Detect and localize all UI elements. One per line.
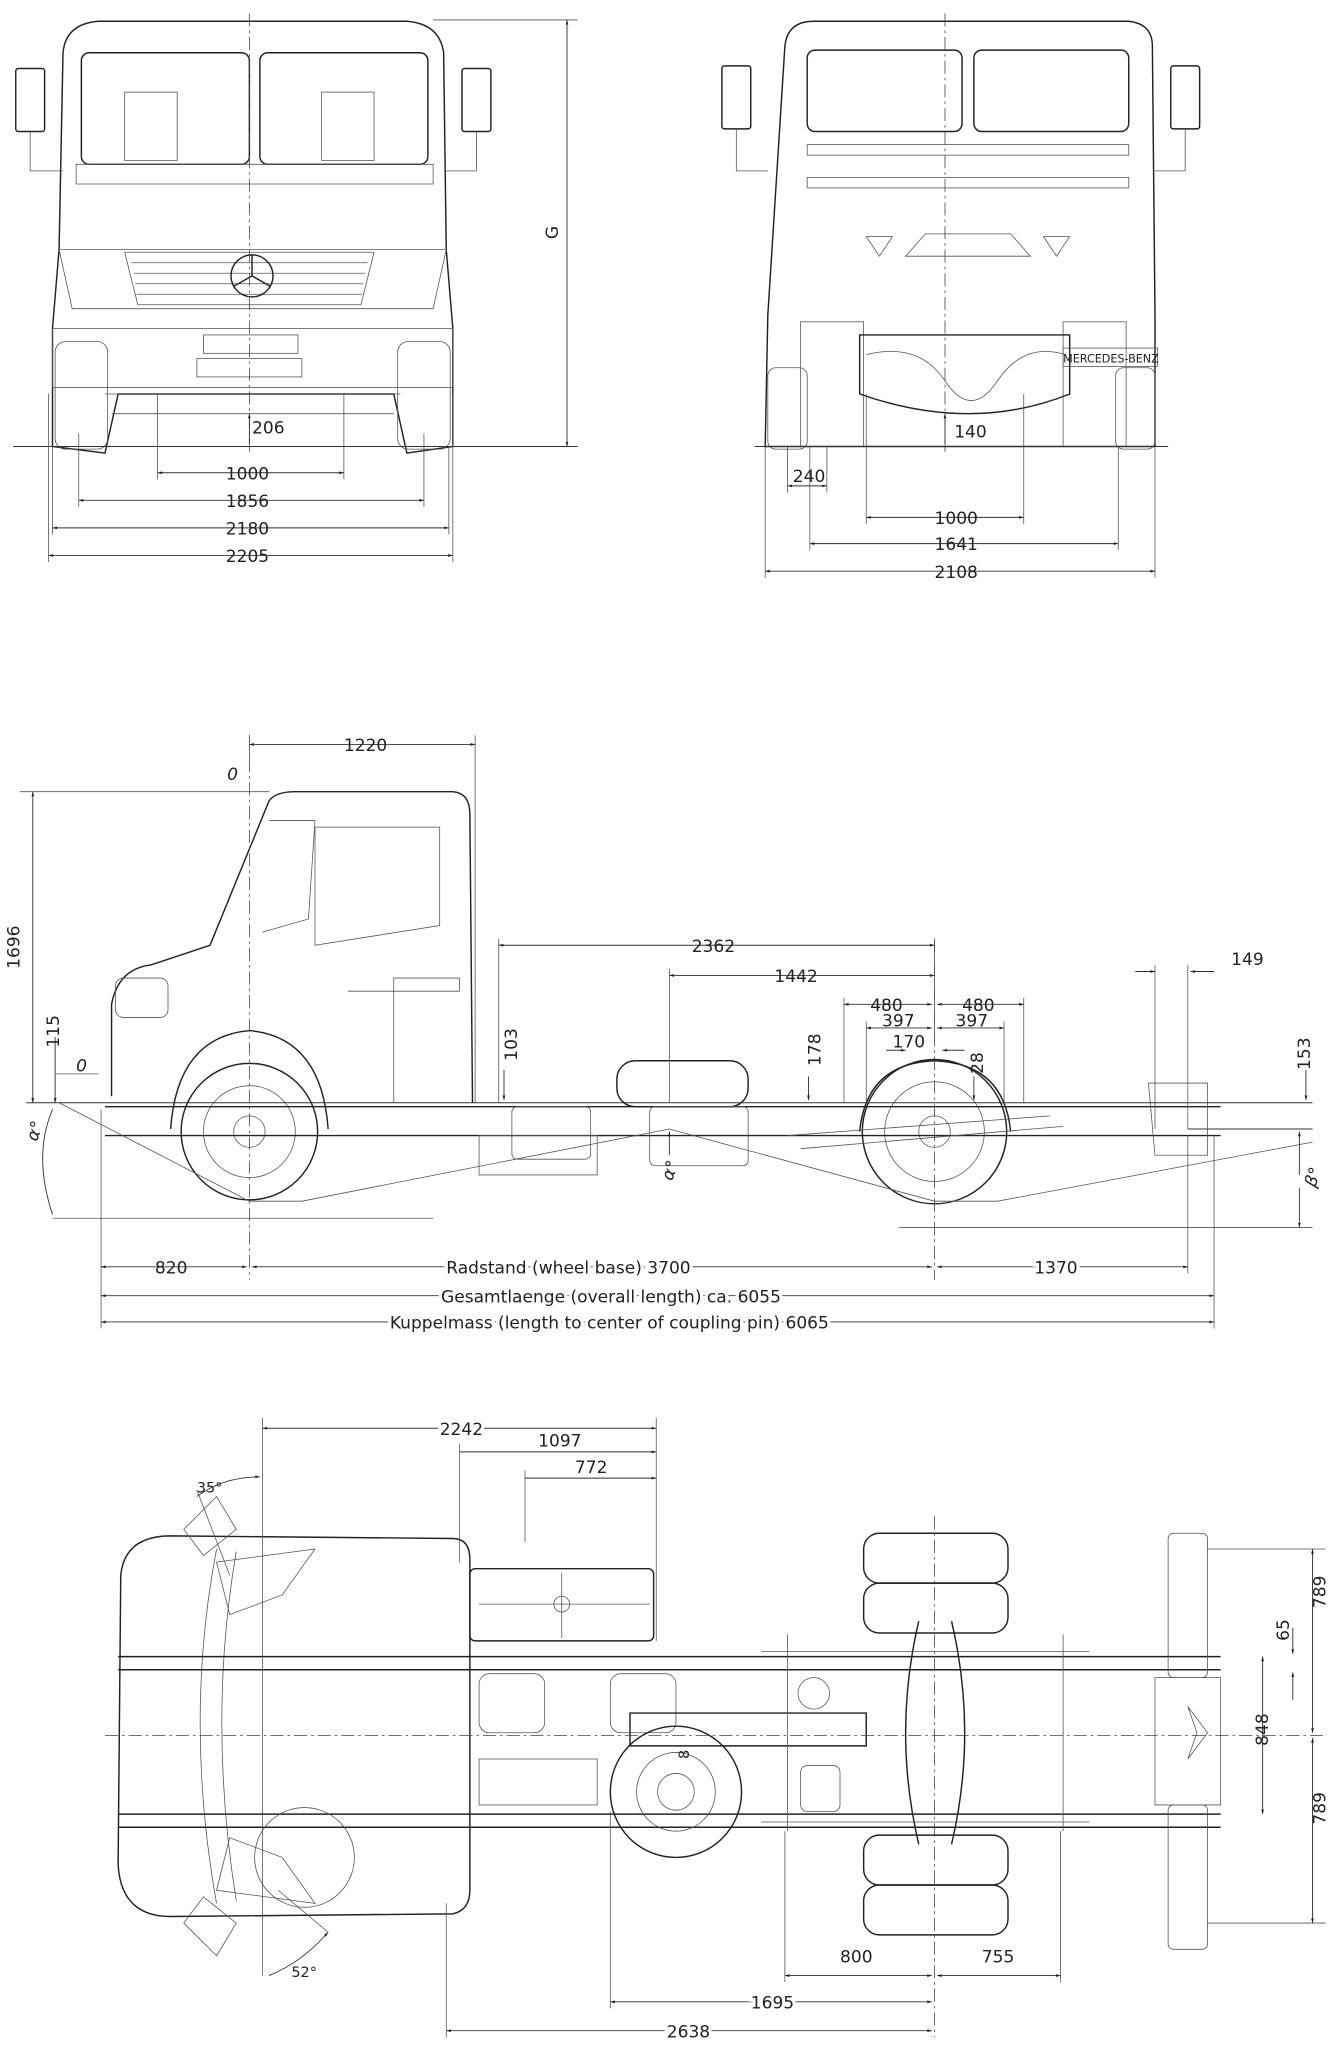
dim-772: 772 [575,1458,608,1478]
dim-800: 800 [840,1947,873,1967]
dim-2362: 2362 [692,937,735,957]
rear-badge: MERCEDES-BENZ [1063,353,1159,366]
rear-view: MERCEDES-BENZ 140 240 1000 1641 2108 [721,13,1201,583]
dim-height-g: G [543,226,563,239]
dim-397-front: 397 [882,1012,915,1032]
dim-480-front: 480 [870,996,903,1016]
dim-1370: 1370 [1034,1258,1077,1278]
dim-2205: 2205 [226,547,269,567]
dim-coupling-length: Kuppelmass (length to center of coupling… [390,1314,829,1334]
dim-103: 103 [502,1028,522,1061]
dim-397-rear: 397 [956,1012,989,1032]
dim-153: 153 [1295,1037,1315,1070]
angle-52: 52° [291,1965,317,1981]
dim-1856: 1856 [226,492,269,512]
dim-1641: 1641 [935,535,978,555]
dim-1695: 1695 [751,1993,794,2013]
dim-2108: 2108 [935,563,978,583]
dim-overall-length: Gesamtlaenge (overall length) ca. 6055 [441,1287,781,1307]
dim-820: 820 [155,1258,188,1278]
angle-alpha-ramp: α° [658,1158,684,1183]
dim-480-rear: 480 [962,996,995,1016]
angle-beta-rear: β° [1301,1165,1327,1191]
front-view: G 206 1000 1856 2180 2205 [13,13,578,567]
dim-178: 178 [805,1033,825,1066]
dim-65: 65 [1274,1619,1294,1641]
dim-789-lower: 789 [1311,1792,1331,1825]
dim-170: 170 [893,1033,926,1053]
dim-789-upper: 789 [1311,1576,1331,1609]
datum-top: 0 [227,765,238,785]
mirror-left [15,67,46,133]
dim-1220: 1220 [344,736,387,756]
dim-2242: 2242 [440,1420,483,1440]
side-view: 1220 0 1696 115 0 2362 1442 480 480 397 … [5,735,1327,1337]
dim-2638: 2638 [667,2022,710,2042]
dim-206: 206 [252,418,285,438]
dim-28: 28 [968,1052,988,1074]
dim-755: 755 [982,1947,1015,1967]
dim-1696: 1696 [5,925,25,968]
dim-848: 848 [1253,1713,1273,1746]
dim-1442: 1442 [774,967,817,987]
dim-2180: 2180 [226,519,269,539]
mirror-right [461,67,492,133]
dim-1097: 1097 [538,1432,581,1452]
dim-1000-rear: 1000 [935,509,978,529]
datum-front: 0 [76,1056,87,1076]
angle-35: 35° [197,1481,223,1497]
dim-wheel-base: Radstand (wheel base) 3700 [446,1258,690,1278]
tank-mark: 8 [677,1750,693,1759]
top-view: 2242 1097 772 35° 52° 8 800 755 1695 263… [105,1417,1331,2046]
dim-1000: 1000 [226,464,269,484]
dim-149: 149 [1231,950,1264,970]
dim-240: 240 [793,467,826,487]
dim-140: 140 [954,422,987,442]
dim-115: 115 [44,1015,64,1048]
